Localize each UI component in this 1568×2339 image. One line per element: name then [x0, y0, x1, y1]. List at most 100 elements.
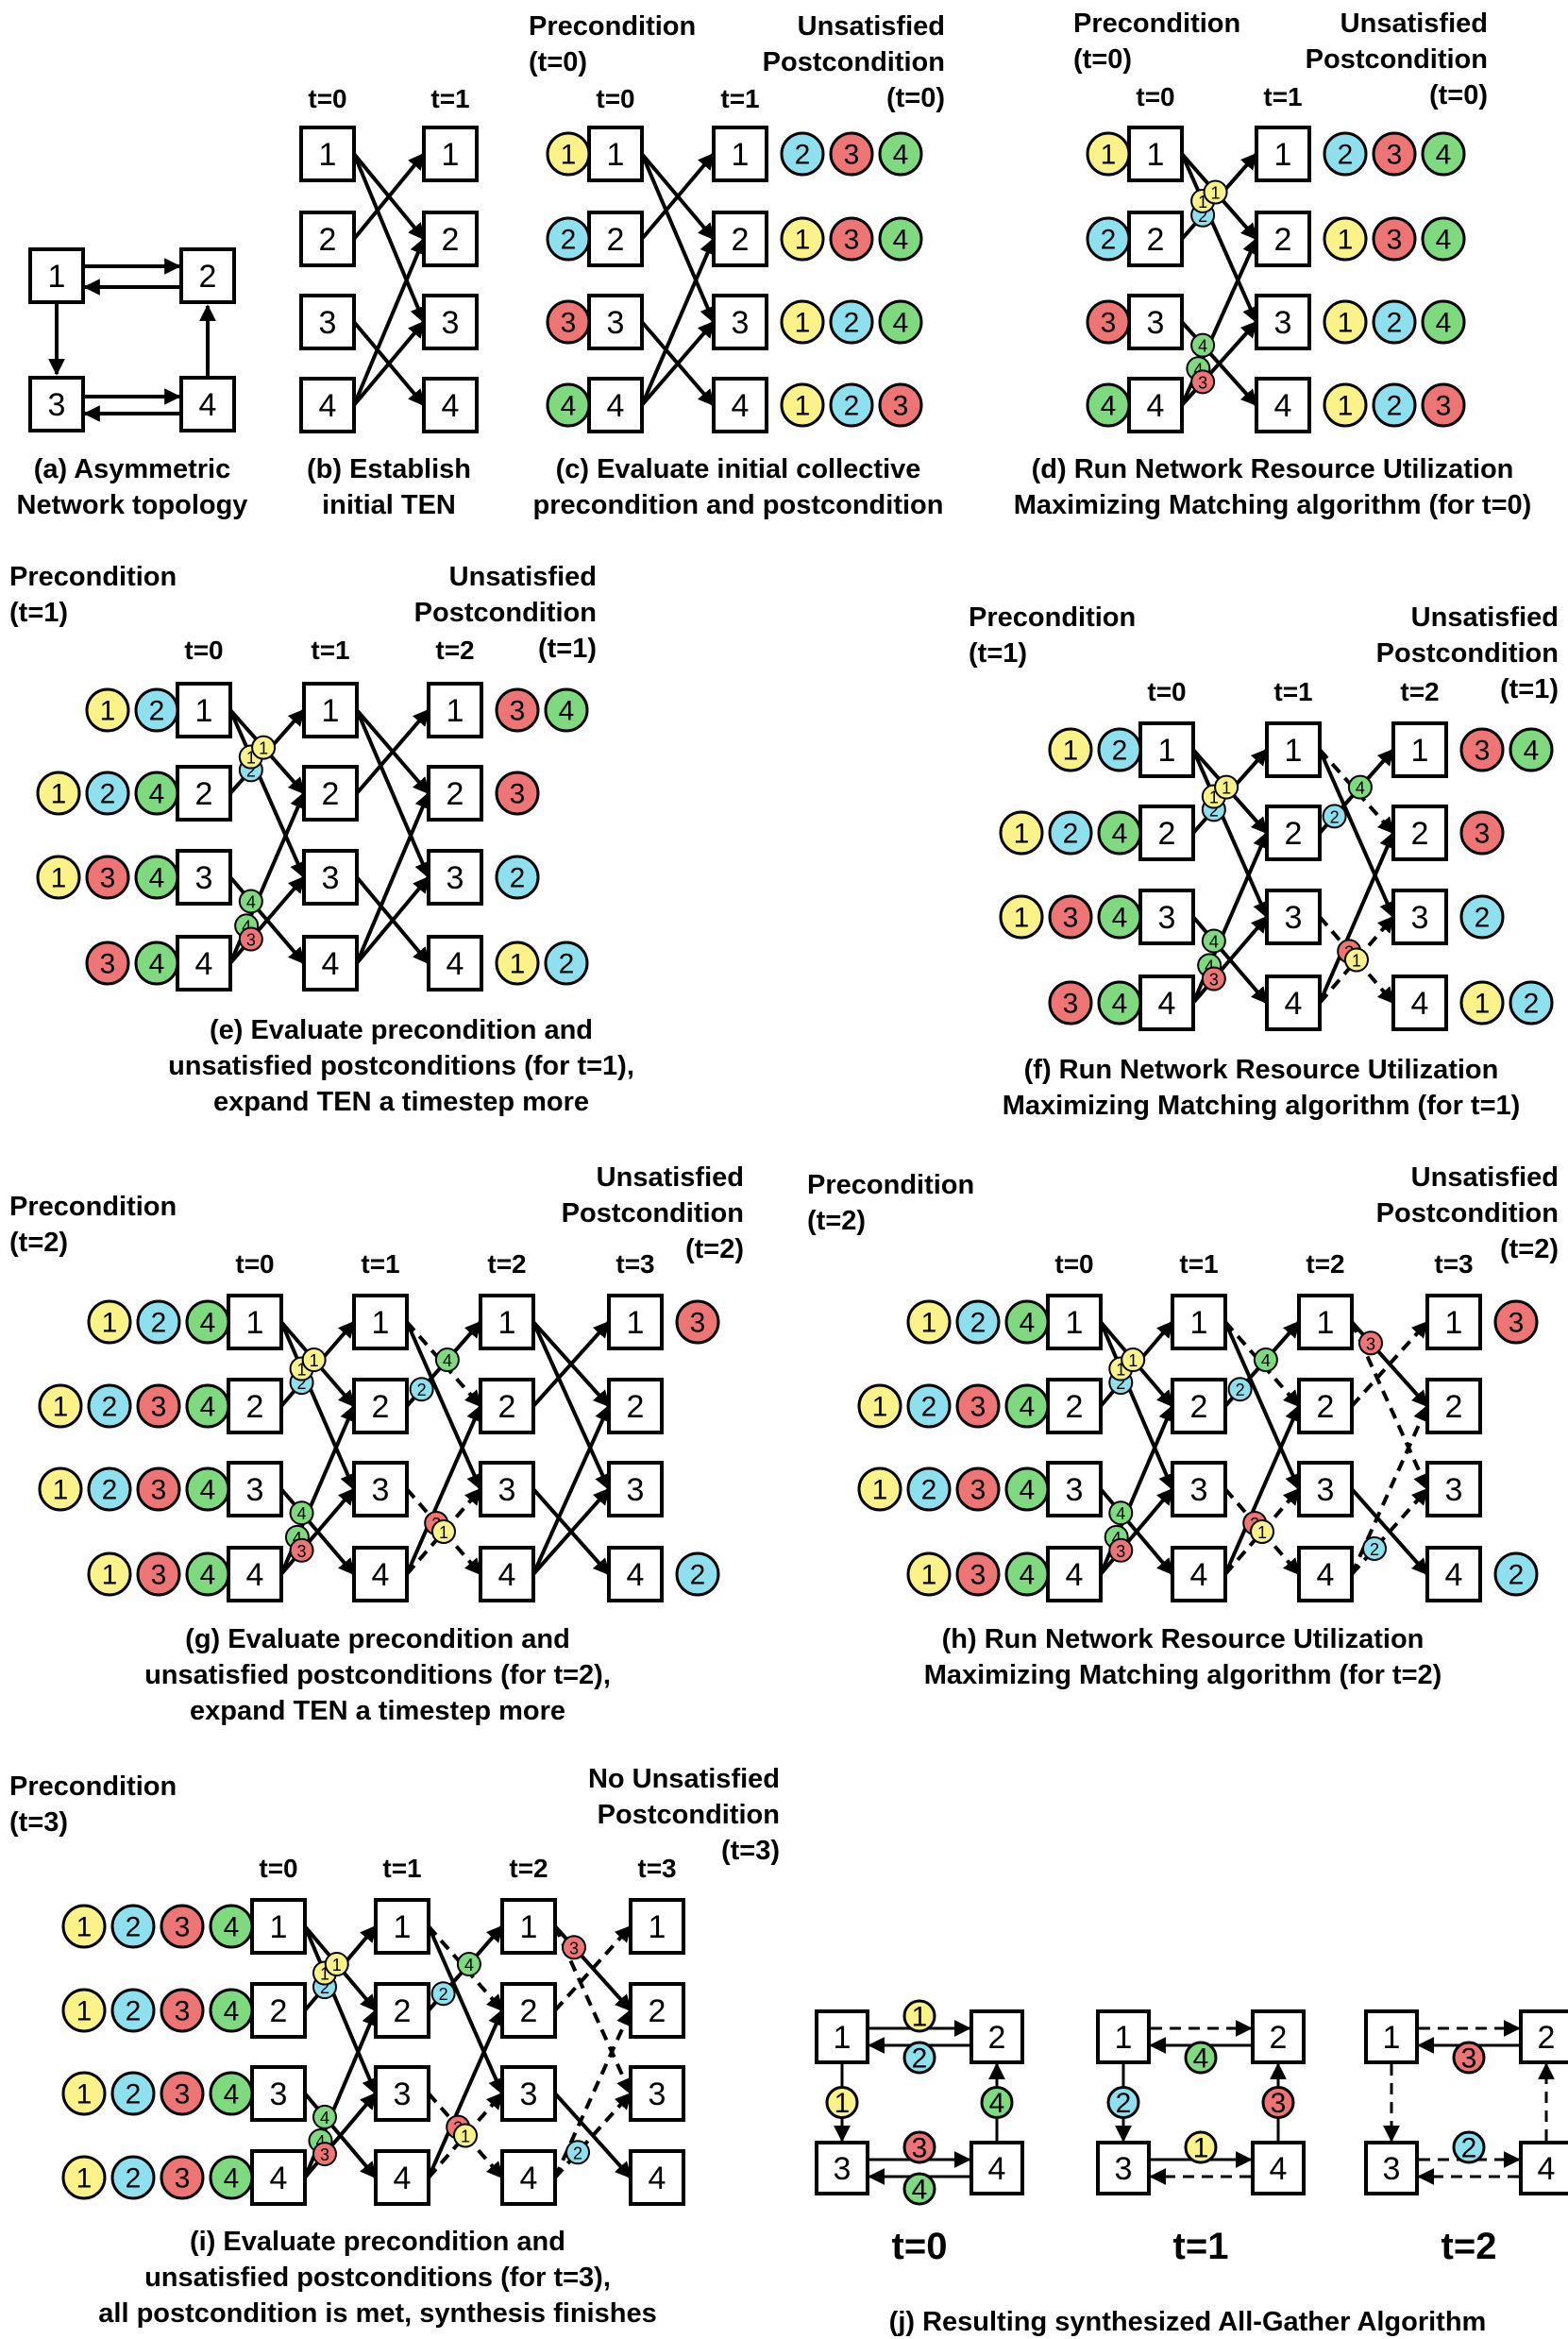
- svg-text:4: 4: [1020, 1560, 1036, 1591]
- postcondition-chunk-d: 2: [1372, 382, 1417, 428]
- postcondition-chunk-f: 2: [1459, 894, 1505, 940]
- ten-node-h-1: 1: [1425, 1294, 1482, 1350]
- precondition-chunk-h: 1: [857, 1466, 902, 1512]
- precondition-chunk-i: 3: [160, 1904, 205, 1949]
- precondition-chunk-e: 4: [134, 855, 179, 900]
- svg-text:4: 4: [224, 2163, 240, 2195]
- postcondition-chunk-c: 4: [878, 216, 923, 262]
- postcondition-chunk-c: 1: [780, 382, 825, 428]
- precondition-step-f: (t=1): [969, 638, 1027, 669]
- ten-node-h-2: 2: [1297, 1378, 1354, 1434]
- ten-node-h-1: 1: [1171, 1294, 1227, 1350]
- ten-edge-i: [553, 2092, 632, 2179]
- postcondition-chunk-c: 1: [780, 216, 825, 262]
- svg-text:2: 2: [1387, 308, 1403, 339]
- svg-text:3: 3: [1101, 308, 1117, 339]
- edge-chunk-e: 1: [251, 735, 277, 760]
- postcondition-chunk-c: 3: [878, 382, 923, 428]
- svg-text:3: 3: [175, 2163, 191, 2195]
- svg-text:1: 1: [319, 137, 337, 173]
- postcondition-chunk-d: 4: [1421, 131, 1466, 177]
- svg-text:3: 3: [1147, 305, 1165, 341]
- edge-chunk-g: 4: [434, 1347, 460, 1373]
- svg-text:2: 2: [100, 779, 116, 810]
- ten-edge-h: [1350, 1404, 1429, 1575]
- svg-text:2: 2: [559, 949, 575, 980]
- svg-text:3: 3: [1411, 900, 1429, 936]
- ten-edge-e: [228, 709, 306, 879]
- svg-text:4: 4: [1020, 1475, 1036, 1506]
- ten-node-c-2: 2: [587, 211, 644, 267]
- svg-text:1: 1: [520, 1909, 538, 1945]
- edge-chunk-i: 2: [430, 1981, 456, 2007]
- precondition-chunk-e: 1: [36, 855, 81, 900]
- svg-text:2: 2: [270, 1993, 288, 2029]
- caption-d-line: (d) Run Network Resource Utilization: [1032, 454, 1514, 484]
- ten-node-c-4: 4: [587, 377, 644, 433]
- svg-text:3: 3: [297, 1542, 307, 1561]
- postcondition-chunk-e: 3: [495, 687, 540, 733]
- precondition-chunk-g: 3: [136, 1383, 181, 1429]
- precondition-chunk-h: 2: [906, 1383, 952, 1429]
- edge-chunk-g: 1: [431, 1519, 456, 1544]
- postcondition-chunk-e: 1: [495, 941, 540, 986]
- svg-text:4: 4: [520, 2161, 538, 2196]
- svg-text:4: 4: [195, 946, 213, 982]
- svg-text:3: 3: [442, 305, 460, 341]
- edge-chunk-i: 4: [456, 1952, 481, 1977]
- ten-node-g-1: 1: [352, 1294, 409, 1350]
- ten-node-d-4: 4: [1127, 377, 1184, 433]
- precondition-step-d: (t=0): [1073, 44, 1132, 75]
- svg-text:2: 2: [1317, 1389, 1335, 1425]
- precondition-chunk-h: 4: [1004, 1466, 1050, 1512]
- ten-node-b-2: 2: [422, 211, 479, 267]
- svg-text:2: 2: [394, 1993, 412, 2029]
- svg-text:2: 2: [102, 1475, 118, 1506]
- svg-text:1: 1: [246, 749, 256, 768]
- postcondition-chunk-f: 4: [1509, 727, 1554, 772]
- svg-text:2: 2: [1190, 1389, 1208, 1425]
- svg-text:2: 2: [988, 2020, 1006, 2056]
- postcondition-chunk-f: 3: [1459, 810, 1505, 856]
- svg-text:4: 4: [224, 1996, 240, 2027]
- ten-edge-e: [355, 708, 430, 795]
- svg-text:1: 1: [872, 1392, 888, 1423]
- precondition-chunk-g: 1: [38, 1466, 83, 1512]
- ten-edge-g: [531, 1321, 611, 1491]
- ten-edge-b: [352, 153, 427, 324]
- svg-text:3: 3: [151, 1392, 167, 1423]
- postcondition-chunk-e: 3: [495, 771, 540, 816]
- result-chunk: 4: [980, 2086, 1014, 2119]
- precondition-chunk-c: 4: [546, 382, 591, 428]
- precondition-chunk-i: 2: [110, 2155, 156, 2200]
- precondition-step-e: (t=1): [9, 598, 68, 628]
- precondition-chunk-f: 4: [1097, 980, 1142, 1025]
- svg-text:4: 4: [1274, 388, 1292, 424]
- unsatisfied-header-d: Unsatisfied: [1340, 8, 1488, 39]
- precondition-chunk-h: 3: [955, 1551, 1001, 1597]
- svg-text:3: 3: [893, 391, 909, 422]
- ten-node-g-3: 3: [352, 1461, 409, 1517]
- svg-text:4: 4: [912, 2175, 928, 2206]
- edges-layer: [48, 152, 1555, 2185]
- svg-text:1: 1: [1209, 788, 1219, 807]
- svg-text:2: 2: [1330, 807, 1340, 826]
- timestep-label-b: t=0: [308, 84, 346, 113]
- result-chunk: 4: [902, 2172, 936, 2206]
- svg-text:4: 4: [443, 1351, 452, 1370]
- svg-text:1: 1: [51, 779, 67, 810]
- svg-text:2: 2: [102, 1392, 118, 1423]
- ten-node-i-3: 3: [374, 2065, 430, 2122]
- ten-node-c-1: 1: [712, 126, 768, 182]
- ten-node-h-4: 4: [1425, 1546, 1482, 1602]
- svg-text:3: 3: [732, 305, 750, 341]
- svg-text:2: 2: [447, 776, 464, 812]
- result-chunk: 3: [1452, 2041, 1486, 2075]
- postcondition-chunk-c: 1: [780, 299, 825, 345]
- result-node-0-4: 4: [969, 2141, 1024, 2195]
- svg-text:1: 1: [100, 696, 116, 727]
- postcondition-chunk-f: 3: [1459, 727, 1505, 772]
- svg-text:4: 4: [989, 2088, 1005, 2119]
- svg-text:1: 1: [53, 1475, 69, 1506]
- precondition-chunk-d: 2: [1086, 216, 1131, 262]
